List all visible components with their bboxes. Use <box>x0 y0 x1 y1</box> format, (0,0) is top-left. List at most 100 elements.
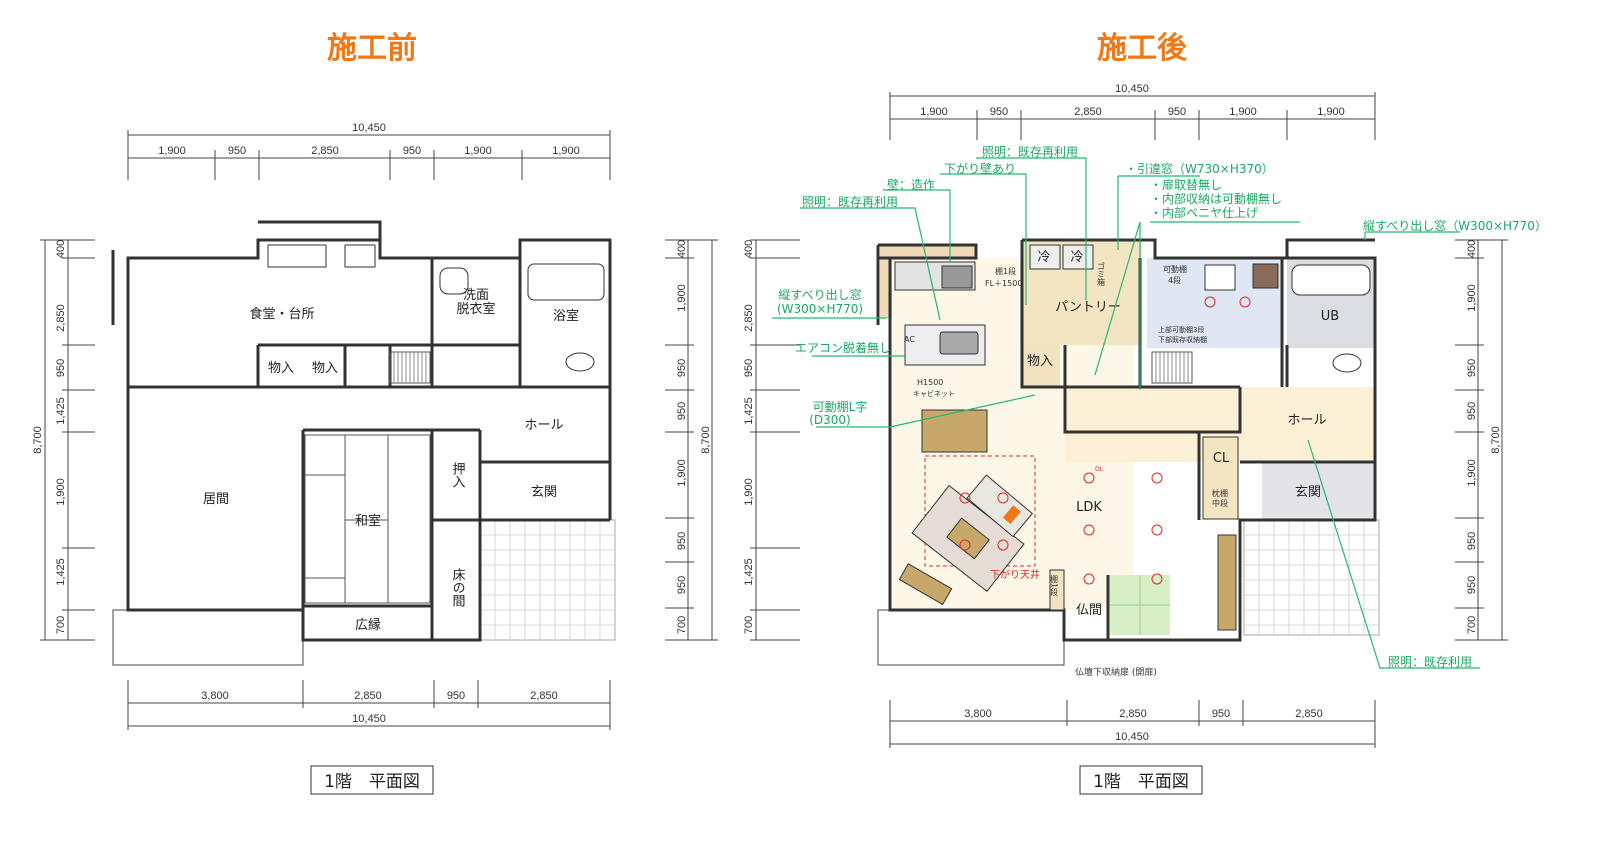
room-washroom: 洗面 <box>463 288 489 303</box>
shelf-one-label: 棚1段 <box>1050 574 1059 597</box>
dim-left: 1,425 <box>55 558 67 586</box>
downlight-icon <box>1204 296 1216 308</box>
after-fixtures <box>894 244 1371 635</box>
downlight-icon <box>1151 472 1163 484</box>
note-plywood: ・内部ベニヤ仕上げ <box>1150 205 1258 220</box>
note-casement-window-size: (W300×H770) <box>777 302 863 316</box>
room-hall: ホール <box>1287 413 1326 428</box>
note-casement-window-right: 縦すべり出し窓（W300×H770） <box>1363 218 1547 233</box>
dim-left: 950 <box>55 359 67 377</box>
dim-top: 1,900 <box>464 145 492 157</box>
before-caption-box <box>310 765 434 795</box>
room-storage: 物入 <box>268 361 294 376</box>
downlights: DL <box>959 296 1251 585</box>
dim-bottom: 3,800 <box>201 690 229 702</box>
dim-left: 700 <box>55 616 67 634</box>
dim-right: 950 <box>676 532 688 550</box>
room-ldk: LDK <box>1076 500 1102 515</box>
downlight-icon <box>1151 573 1163 585</box>
dim-bottom: 950 <box>1212 708 1230 720</box>
dim-left: 400 <box>55 240 67 258</box>
downlight-icon <box>997 539 1009 551</box>
note-light-existing: 照明：既存利用 <box>1388 655 1472 669</box>
dim-top: 1,900 <box>1317 106 1345 118</box>
trash-label: ゴミ箱 <box>1097 261 1106 287</box>
annotation-leaders <box>772 157 1480 669</box>
shelf-height-label: FL＋1500 <box>985 279 1022 288</box>
before-porch-tiles <box>479 519 616 641</box>
dim-right: 950 <box>676 402 688 420</box>
dim-right: 1,900 <box>1466 459 1478 487</box>
room-unit-bath: UB <box>1321 309 1339 324</box>
room-japanese: 和室 <box>355 513 381 529</box>
dim-top: 2,850 <box>311 145 339 157</box>
room-storage: 物入 <box>1027 354 1053 369</box>
dim-left: 400 <box>743 240 755 258</box>
dim-right: 950 <box>1466 402 1478 420</box>
room-dining-kitchen: 食堂・台所 <box>249 306 314 322</box>
dim-bottom-total: 10,450 <box>352 713 386 725</box>
cabinet-height-label: H1500 <box>917 378 943 387</box>
dim-top: 1,900 <box>1229 106 1257 118</box>
after-dims-right: 400 1,900 950 950 1,900 950 950 700 8,70… <box>1466 240 1502 634</box>
before-caption: 1階 平面図 <box>324 772 420 792</box>
dim-bottom-total: 10,450 <box>1115 731 1149 743</box>
note-l-shelf-depth: (D300) <box>809 413 851 427</box>
dim-right-total: 8,700 <box>1490 426 1502 454</box>
downlight-icon <box>1083 524 1095 536</box>
pillow-shelf-label2: 中段 <box>1212 498 1228 508</box>
dim-left: 2,850 <box>743 304 755 332</box>
fridge-label: 冷 <box>1037 250 1050 265</box>
lower-shelf-label: 下部既存収納棚 <box>1158 335 1207 344</box>
room-entrance: 玄関 <box>531 485 557 500</box>
dim-top: 950 <box>990 106 1008 118</box>
dim-right: 950 <box>676 576 688 594</box>
dim-left: 950 <box>743 359 755 377</box>
cabinet-label: キャビネット <box>913 389 955 398</box>
room-entrance: 玄関 <box>1295 485 1321 500</box>
dim-right-total: 8,700 <box>700 426 712 454</box>
dim-top: 950 <box>1168 106 1186 118</box>
room-veranda: 広縁 <box>355 617 381 633</box>
downlight-icon <box>959 492 971 504</box>
dim-top: 2,850 <box>1074 106 1102 118</box>
dim-left: 1,425 <box>743 558 755 586</box>
note-light-reuse-kitchen: 照明：既存再利用 <box>802 195 898 209</box>
room-storage: 物入 <box>312 361 338 376</box>
note-ac: エアコン脱着無し <box>795 340 891 355</box>
dim-bottom: 2,850 <box>1119 708 1147 720</box>
dim-right: 700 <box>676 616 688 634</box>
note-wall-custom: 壁：造作 <box>887 177 935 192</box>
after-dims-left: 400 2,850 950 1,425 1,900 1,425 700 <box>743 240 755 634</box>
note-door: ・扉取替無し <box>1150 177 1222 192</box>
dim-right: 1,900 <box>676 284 688 312</box>
dim-left: 2,850 <box>55 304 67 332</box>
after-caption: 1階 平面図 <box>1093 772 1189 792</box>
dim-right: 700 <box>1466 616 1478 634</box>
dim-left-total: 8,700 <box>32 426 44 454</box>
before-deck <box>112 609 304 666</box>
downlight-icon <box>1083 573 1095 585</box>
upper-shelf-label: 上部可動棚3段 <box>1158 325 1204 334</box>
dim-right: 950 <box>1466 576 1478 594</box>
downlight-icon <box>1239 296 1251 308</box>
ac-label: AC <box>904 335 915 344</box>
dim-top: 950 <box>403 145 421 157</box>
downlight-icon <box>997 492 1009 504</box>
dim-top: 1,900 <box>158 145 186 157</box>
after-caption-box <box>1079 765 1203 795</box>
before-dims-right: 400 1,900 950 950 1,900 950 950 700 8,70… <box>676 240 712 634</box>
room-living: 居間 <box>203 492 229 507</box>
dim-top-total: 10,450 <box>352 122 386 134</box>
room-pantry: パントリー <box>1055 300 1121 315</box>
note-storage: ・内部収納は可動棚無し <box>1150 191 1282 206</box>
dim-bottom: 2,850 <box>1295 708 1323 720</box>
dim-bottom: 2,850 <box>530 690 558 702</box>
room-closet: 押入 <box>450 462 466 488</box>
after-floor-fills <box>880 240 1380 636</box>
fridge-label: 冷 <box>1070 250 1083 265</box>
before-dims-left: 400 2,850 950 1,425 1,900 1,425 700 8,70… <box>32 240 67 634</box>
after-deck <box>877 609 1065 666</box>
after-title: 施工後 <box>1097 31 1188 66</box>
